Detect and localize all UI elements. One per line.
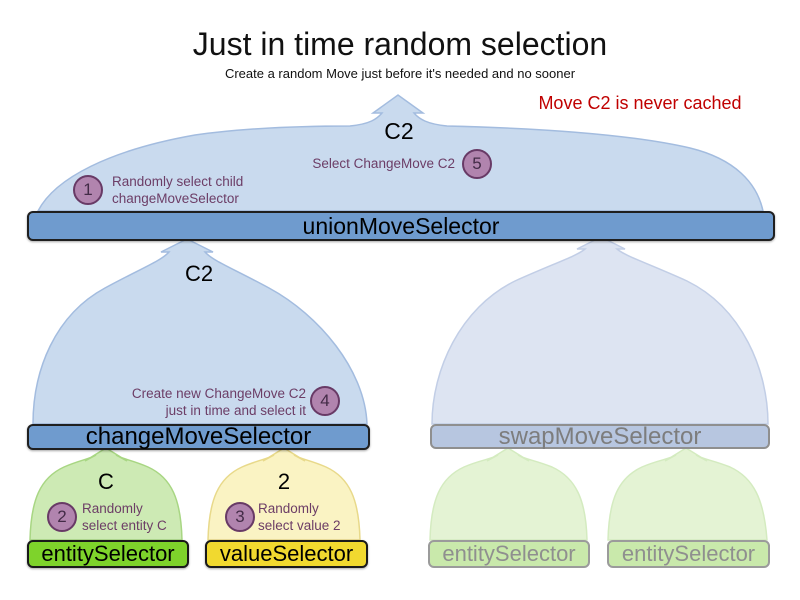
step-circle-5: 5	[462, 149, 492, 179]
change-move-selector-bar: changeMoveSelector	[27, 423, 370, 450]
step-number-1: 1	[83, 180, 93, 199]
faded-entity-arch-left	[429, 447, 588, 541]
faded-entity-selector-label-right: entitySelector	[621, 541, 756, 566]
step-text-1-line1: Randomly select child	[112, 174, 244, 189]
value-selector-label: valueSelector	[219, 541, 354, 566]
page-title: Just in time random selection	[192, 26, 608, 62]
swap-move-selector-label: swapMoveSelector	[498, 422, 702, 450]
step-text-2-line1: Randomly	[82, 501, 143, 516]
change-move-selector-label: changeMoveSelector	[85, 423, 312, 450]
union-output-move-label: C2	[384, 118, 414, 144]
step-number-4: 4	[320, 391, 330, 410]
step-circle-1: 1	[73, 175, 103, 205]
entity-output-label: C	[98, 469, 114, 494]
swap-move-selector-bar: swapMoveSelector	[430, 422, 770, 450]
step-number-5: 5	[472, 154, 482, 173]
entity-selector-label: entitySelector	[41, 541, 175, 566]
step-text-4-line1: Create new ChangeMove C2	[131, 386, 306, 401]
step-text-4: Create new ChangeMove C2 just in time an…	[110, 385, 306, 419]
step-text-5-line1: Select ChangeMove C2	[312, 156, 455, 171]
value-output-label: 2	[277, 469, 291, 494]
union-move-selector-bar: unionMoveSelector	[27, 211, 775, 241]
step-circle-4: 4	[310, 386, 340, 416]
step-text-1: Randomly select child changeMoveSelector	[112, 173, 243, 207]
entity-selector-bar: entitySelector	[27, 540, 189, 568]
change-output-move-label: C2	[184, 261, 214, 286]
step-text-4-line2: just in time and select it	[165, 403, 306, 418]
note-move-never-cached: Move C2 is never cached	[538, 93, 742, 113]
faded-entity-selector-label-left: entitySelector	[442, 541, 576, 566]
step-circle-3: 3	[225, 502, 255, 532]
faded-entity-selector-bar-left: entitySelector	[428, 540, 590, 568]
step-number-3: 3	[235, 507, 245, 526]
step-circle-2: 2	[47, 502, 77, 532]
swap-output-arch	[431, 236, 769, 425]
change-output-arch	[32, 238, 368, 425]
step-text-3: Randomly select value 2	[258, 500, 341, 534]
union-output-arch	[36, 94, 764, 212]
page-subtitle: Create a random Move just before it's ne…	[224, 66, 576, 81]
faded-entity-selector-bar-right: entitySelector	[607, 540, 770, 568]
step-text-1-line2: changeMoveSelector	[112, 191, 239, 206]
step-text-2: Randomly select entity C	[82, 500, 167, 534]
step-text-5: Select ChangeMove C2	[290, 155, 455, 172]
faded-entity-arch-right	[607, 447, 768, 541]
step-text-3-line2: select value 2	[258, 518, 341, 533]
union-move-selector-label: unionMoveSelector	[302, 212, 500, 239]
step-text-2-line2: select entity C	[82, 518, 167, 533]
value-selector-bar: valueSelector	[205, 540, 368, 568]
step-number-2: 2	[57, 507, 67, 526]
step-text-3-line1: Randomly	[258, 501, 319, 516]
